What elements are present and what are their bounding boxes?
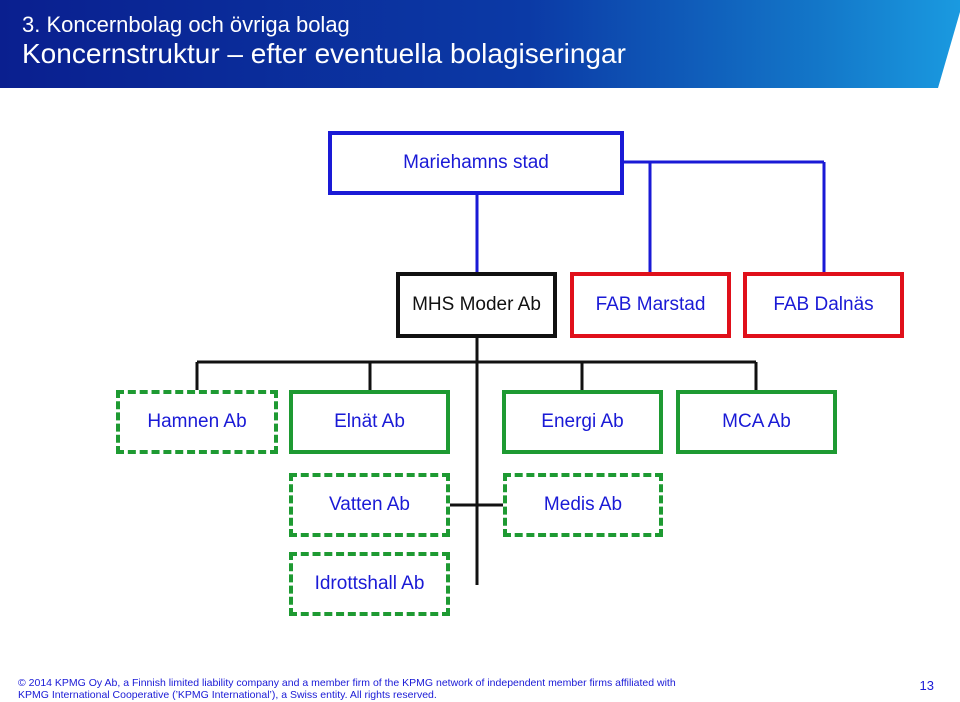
org-label: Idrottshall Ab xyxy=(314,573,425,594)
org-label: MCA Ab xyxy=(722,411,791,432)
org-box-medis: Medis Ab xyxy=(503,473,663,537)
header-background xyxy=(0,0,960,88)
footer-line-1: © 2014 KPMG Oy Ab, a Finnish limited lia… xyxy=(18,677,676,689)
org-label: Hamnen Ab xyxy=(147,411,247,432)
section-subtitle: 3. Koncernbolag och övriga bolag xyxy=(22,12,350,37)
org-label: FAB Marstad xyxy=(595,294,706,315)
org-label: Energi Ab xyxy=(541,411,624,432)
org-label: Vatten Ab xyxy=(329,494,410,515)
org-label: Mariehamns stad xyxy=(403,152,549,173)
footer-line-2: KPMG International Cooperative (’KPMG In… xyxy=(18,689,437,701)
org-box-vatten: Vatten Ab xyxy=(289,473,450,537)
copyright-footer: © 2014 KPMG Oy Ab, a Finnish limited lia… xyxy=(18,677,676,701)
org-box-elnat: Elnät Ab xyxy=(289,390,450,454)
org-box-energi: Energi Ab xyxy=(502,390,663,454)
org-box-root: Mariehamns stad xyxy=(328,131,624,195)
org-box-fab-marstad: FAB Marstad xyxy=(570,272,731,338)
org-box-idrottshall: Idrottshall Ab xyxy=(289,552,450,616)
org-label: Medis Ab xyxy=(543,494,623,515)
root-connectors xyxy=(475,160,826,272)
subsidiary-connectors xyxy=(195,338,758,585)
org-label: FAB Dalnäs xyxy=(773,294,874,315)
header-banner: 3. Koncernbolag och övriga bolag Koncern… xyxy=(0,0,960,88)
org-label: Elnät Ab xyxy=(334,411,405,432)
page-title: Koncernstruktur – efter eventuella bolag… xyxy=(22,38,626,69)
org-box-mca: MCA Ab xyxy=(676,390,837,454)
page-number: 13 xyxy=(919,678,934,693)
org-box-fab-dalnas: FAB Dalnäs xyxy=(743,272,904,338)
org-label: MHS Moder Ab xyxy=(412,294,541,315)
org-box-hamnen: Hamnen Ab xyxy=(116,390,278,454)
org-box-mhs-moder: MHS Moder Ab xyxy=(396,272,557,338)
